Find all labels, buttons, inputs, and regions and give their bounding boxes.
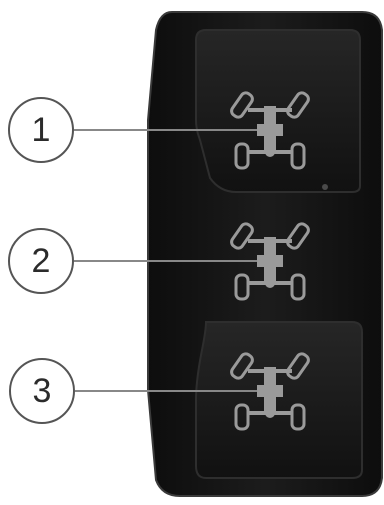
four-wheel-drive-steering-coordinated-icon — [230, 352, 310, 431]
four-wheel-drive-steering-front-icon — [230, 91, 310, 170]
callout-2: 2 — [8, 228, 74, 294]
callout-number: 2 — [31, 241, 51, 280]
callout-1: 1 — [8, 97, 74, 163]
callout-3: 3 — [9, 358, 75, 424]
callout-number: 1 — [31, 110, 51, 149]
callout-number: 3 — [32, 371, 52, 410]
four-wheel-drive-steering-crab-icon — [230, 222, 310, 301]
bottom-button-pad — [195, 321, 363, 479]
indicator-light-icon — [322, 184, 328, 190]
